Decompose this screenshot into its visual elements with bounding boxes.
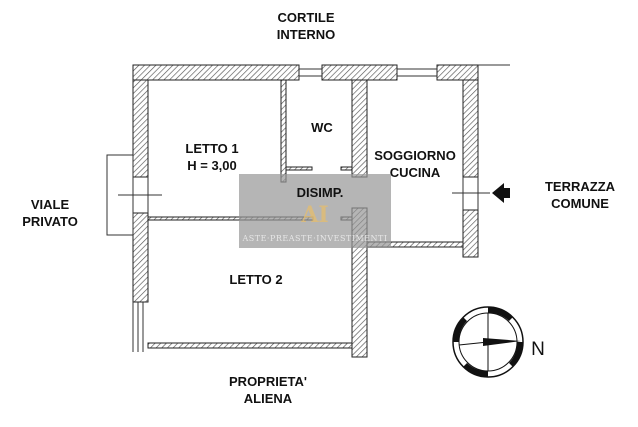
room-soggiorno: SOGGIORNO CUCINA	[374, 147, 456, 181]
room-name: CUCINA	[389, 165, 441, 180]
label-line: COMUNE	[551, 196, 609, 211]
label-proprieta: PROPRIETA' ALIENA	[229, 373, 307, 407]
watermark: AI ASTE·PREASTE·INVESTIMENTI	[239, 174, 391, 248]
room-letto1: LETTO 1 H = 3,00	[185, 140, 238, 174]
room-height: H = 3,00	[187, 158, 237, 173]
label-line: TERRAZZA	[544, 179, 616, 194]
label-line: INTERNO	[276, 27, 336, 42]
room-disimpegno: DISIMP.	[296, 185, 344, 200]
label-line: ALIENA	[243, 391, 293, 406]
label-line: PRIVATO	[22, 214, 78, 229]
label-line: PROPRIETA'	[229, 374, 307, 389]
compass-icon	[452, 306, 524, 378]
room-wc: WC	[311, 120, 333, 135]
watermark-logo: AI	[301, 202, 329, 228]
compass-north-label: N	[531, 339, 545, 360]
watermark-text: ASTE·PREASTE·INVESTIMENTI	[242, 234, 388, 243]
label-viale: VIALE PRIVATO	[22, 196, 78, 230]
label-line: VIALE	[30, 197, 70, 212]
window-lines	[106, 64, 510, 352]
room-name: LETTO 1	[185, 141, 239, 156]
entrance-arrow-icon	[492, 183, 510, 203]
label-line: CORTILE	[277, 10, 335, 25]
room-name: SOGGIORNO	[374, 148, 456, 163]
walls	[132, 64, 479, 358]
label-cortile: CORTILE INTERNO	[277, 9, 336, 43]
label-terrazza: TERRAZZA COMUNE	[545, 178, 615, 212]
room-letto2: LETTO 2	[229, 272, 283, 287]
